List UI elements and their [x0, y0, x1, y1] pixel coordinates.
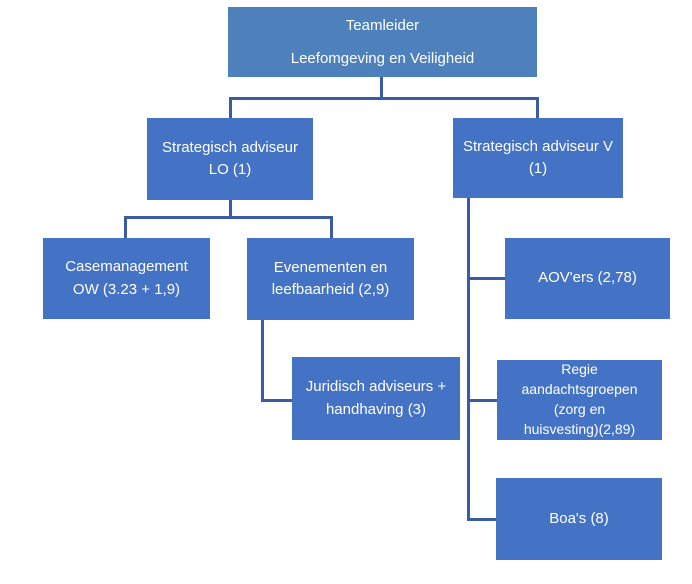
connector-lo-stub: [229, 200, 232, 219]
connector-v-to-regie: [467, 399, 497, 402]
org-node-juridisch-adviseurs-label: Juridisch adviseurs + handhaving (3): [305, 378, 447, 418]
org-node-regie-aandachtsgroepen: Regie aandachtsgroepen (zorg en huisvest…: [497, 360, 662, 440]
connector-root-horizontal: [229, 97, 539, 100]
org-node-evenementen-leefbaarheid-label: Evenementen en leefbaarheid (2,9): [271, 258, 390, 299]
org-node-casemanagement-ow: Casemanagement OW (3.23 + 1,9): [43, 238, 210, 319]
org-node-evenementen-leefbaarheid: Evenementen en leefbaarheid (2,9): [247, 238, 414, 320]
org-node-regie-aandachtsgroepen-label: Regie aandachtsgroepen (zorg en huisvest…: [521, 361, 638, 437]
org-node-casemanagement-ow-label: Casemanagement OW (3.23 + 1,9): [65, 258, 188, 298]
org-node-strategisch-adviseur-v: Strategisch adviseur V (1): [453, 118, 623, 198]
org-node-juridisch-adviseurs: Juridisch adviseurs + handhaving (3): [292, 357, 460, 440]
connector-lo-horizontal: [124, 216, 333, 219]
org-node-boas-label: Boa's (8): [549, 509, 609, 527]
connector-evenementen-vertical: [261, 320, 264, 402]
org-node-boas: Boa's (8): [496, 478, 662, 560]
org-node-strategisch-adviseur-lo: Strategisch adviseur LO (1): [147, 118, 313, 200]
org-node-strategisch-adviseur-lo-label: Strategisch adviseur LO (1): [162, 138, 298, 179]
connector-root-to-v: [536, 97, 539, 118]
connector-root-stub: [380, 77, 383, 100]
connector-evenementen-to-juridisch: [261, 399, 292, 402]
connector-v-to-boas: [467, 518, 496, 521]
connector-v-to-aovers: [467, 277, 505, 280]
connector-root-to-lo: [229, 97, 232, 118]
org-node-aovers: AOV'ers (2,78): [505, 238, 670, 319]
org-node-strategisch-adviseur-v-label: Strategisch adviseur V (1): [462, 137, 614, 178]
connector-lo-to-evenementen: [330, 216, 333, 238]
connector-v-trunk: [467, 198, 470, 521]
org-node-aovers-label: AOV'ers (2,78): [538, 269, 637, 287]
org-node-teamleider: Teamleider Leefomgeving en Veiligheid: [228, 7, 537, 77]
org-node-teamleider-label: Teamleider Leefomgeving en Veiligheid: [290, 17, 475, 67]
connector-lo-to-casemanagement: [124, 216, 127, 238]
